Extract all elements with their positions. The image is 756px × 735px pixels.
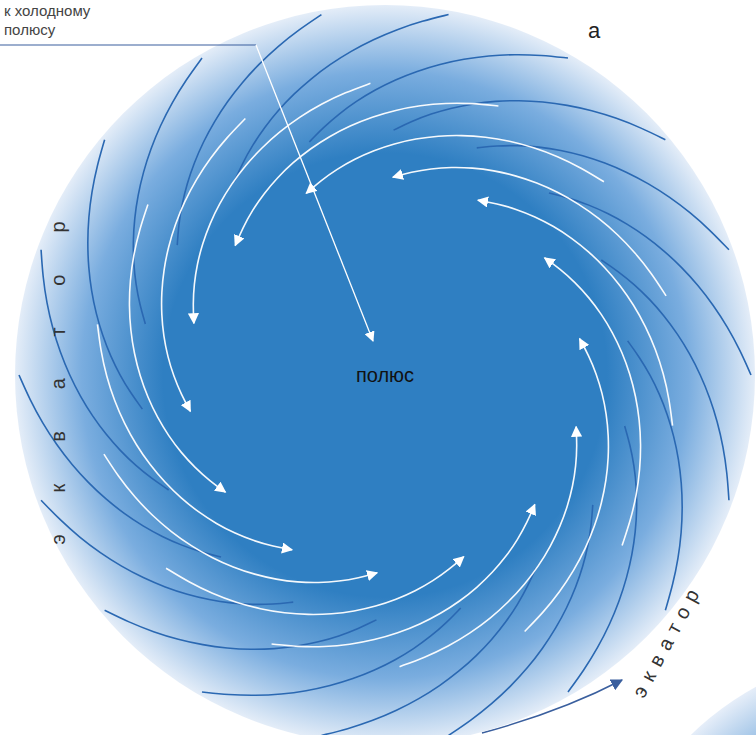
spiral-line xyxy=(133,58,202,324)
spiral-line xyxy=(321,568,535,735)
leader-line xyxy=(256,45,373,341)
circulation-arrow xyxy=(104,454,377,582)
pole-label: полюс xyxy=(356,364,414,387)
spiral-line xyxy=(41,500,293,604)
polar-region-circle: полюс xyxy=(15,5,755,735)
circulation-arrow xyxy=(272,505,535,647)
spiral-line xyxy=(105,610,377,649)
circulation-arrow xyxy=(162,119,246,412)
spiral-line xyxy=(549,193,751,375)
spiral-line xyxy=(568,426,637,692)
circulation-arrow xyxy=(545,258,641,546)
circulation-arrow xyxy=(129,205,225,493)
second-hemisphere xyxy=(600,650,756,735)
circulation-arrow xyxy=(235,103,498,245)
polar-cap xyxy=(15,5,755,735)
spiral-line xyxy=(202,608,461,695)
circulation-arrow xyxy=(97,324,292,550)
figure-letter: а xyxy=(588,18,600,44)
callout-text: к холодному полюсу xyxy=(4,2,134,40)
spiral-line xyxy=(477,146,729,250)
circulation-arrow xyxy=(478,200,673,426)
circulation-arrow xyxy=(393,167,666,295)
circulation-arrow xyxy=(166,557,464,615)
spiral-line xyxy=(234,15,448,182)
node-body: полюс xyxy=(15,5,755,735)
circulation-arrow xyxy=(400,427,577,667)
circulation-arrow xyxy=(525,339,609,632)
spiral-line xyxy=(309,55,568,142)
label-underline xyxy=(0,44,256,45)
spiral-line xyxy=(449,505,593,735)
spiral-line xyxy=(394,101,666,140)
spiral-line xyxy=(177,15,321,246)
circulation-arrow xyxy=(193,83,370,323)
equator-label: экватор xyxy=(47,179,70,544)
circulation-arrow xyxy=(306,136,604,194)
